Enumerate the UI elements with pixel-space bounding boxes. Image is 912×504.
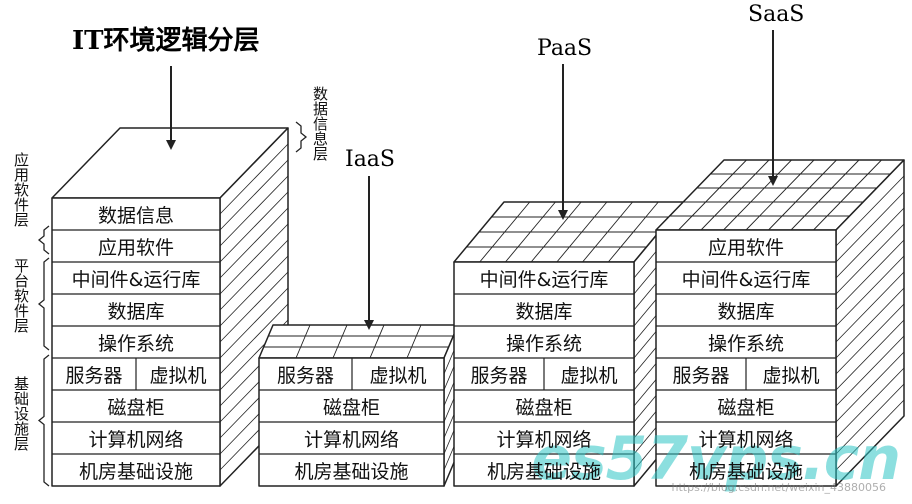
stack-saas-cell-1: 中间件&运行库	[681, 268, 811, 291]
stack-saas-cell-3: 操作系统	[707, 332, 784, 355]
arrow-saas-head	[768, 176, 778, 186]
stack-iaas-cell-2: 计算机网络	[303, 428, 399, 451]
stack-iaas-cell-1: 磁盘柜	[322, 396, 380, 419]
stack-saas-grid-v	[768, 159, 837, 231]
stack-it-side-line	[219, 239, 289, 311]
stack-paas-cell-4: 磁盘柜	[515, 396, 573, 419]
stack-paas-cell-5: 计算机网络	[496, 428, 592, 451]
stack-it-side-line	[219, 287, 289, 359]
stack-saas-grid-v	[723, 159, 792, 231]
stack-it-side-line	[219, 191, 289, 263]
stack-it-cell-4: 操作系统	[97, 332, 174, 355]
stack-saas-side-line	[835, 255, 905, 327]
stack-it-cell-5-b: 虚拟机	[149, 364, 207, 387]
stack-iaas-cell-0-b: 虚拟机	[369, 364, 427, 387]
label-platform-layer: 平台软件层	[12, 258, 30, 333]
watermark-url: https://blog.csdn.net/weixin_43880056	[671, 481, 886, 494]
stack-saas-side-line	[835, 335, 905, 407]
stack-saas-side-line	[835, 207, 905, 279]
stack-saas-side-line	[835, 383, 905, 455]
stack-it-side-line	[219, 255, 289, 327]
stack-iaas-cell-3: 机房基础设施	[294, 460, 409, 483]
stack-saas-cell-0: 应用软件	[707, 236, 784, 259]
stack-it-cell-7: 计算机网络	[88, 428, 184, 451]
stack-it-cell-1: 应用软件	[97, 236, 174, 259]
stack-saas-grid-v	[813, 159, 882, 231]
arrow-it-head	[166, 140, 176, 150]
stack-saas-cell-2: 数据库	[717, 300, 775, 323]
stack-iaas-grid-v	[369, 324, 385, 359]
stack-saas-side-line	[835, 175, 905, 247]
bracket-app-layer	[37, 225, 50, 255]
stack-iaas-cell-0-a: 服务器	[276, 364, 334, 387]
arrow-paas-head	[558, 210, 568, 220]
stack-paas-cell-3-b: 虚拟机	[560, 364, 618, 387]
bracket-data-layer	[295, 121, 308, 153]
bracket-platform-layer	[37, 257, 50, 351]
label-app-layer: 应用软件层	[12, 152, 30, 227]
stack-it-cell-2: 中间件&运行库	[71, 268, 201, 291]
stack-it-side-line	[219, 159, 289, 231]
stack-saas-side-line	[835, 367, 905, 439]
stack-paas-cell-1: 数据库	[515, 300, 573, 323]
stack-saas-side-line	[835, 399, 905, 471]
stack-saas-cell-4-b: 虚拟机	[762, 364, 820, 387]
watermark: es57vps.cn	[531, 424, 901, 494]
title-iaas: IaaS	[345, 147, 395, 172]
stack-saas-grid-v	[700, 159, 770, 231]
stack-iaas-top	[258, 324, 459, 359]
stack-it-cell-0: 数据信息	[97, 204, 174, 227]
stack-paas-cell-6: 机房基础设施	[486, 460, 601, 483]
stack-paas-cell-2: 操作系统	[505, 332, 582, 355]
stack-iaas-grid-v	[295, 324, 311, 359]
stack-it-side-line	[219, 303, 289, 375]
stack-saas-cell-7: 机房基础设施	[688, 460, 803, 483]
stack-it-cell-6: 磁盘柜	[107, 396, 165, 419]
arrow-iaas-head	[364, 320, 374, 330]
stack-it-side-line	[219, 223, 289, 295]
stack-it-side-line	[219, 143, 289, 215]
stack-it-cell-5-a: 服务器	[65, 364, 123, 387]
stack-saas-grid-v	[678, 159, 747, 231]
stack-saas-grid-v	[745, 159, 815, 231]
stack-saas-side-line	[835, 351, 905, 423]
label-data-layer: 数据信息层	[311, 86, 329, 161]
title-saas: SaaS	[748, 2, 805, 27]
stack-saas-cell-6: 计算机网络	[698, 428, 794, 451]
stack-saas-side-line	[835, 271, 905, 343]
stack-paas-cell-0: 中间件&运行库	[479, 268, 609, 291]
stack-saas-side-line	[835, 319, 905, 391]
stack-saas-side-line	[835, 191, 905, 263]
bracket-infra-layer	[37, 354, 50, 487]
stack-saas-side-line	[835, 223, 905, 295]
stack-saas-side-line	[835, 303, 905, 375]
stack-paas-cell-3-a: 服务器	[470, 364, 528, 387]
title-it: IT环境逻辑分层	[72, 26, 260, 56]
stack-it-side-line	[219, 207, 289, 279]
stack-saas-side-line	[835, 239, 905, 311]
stack-it-cell-8: 机房基础设施	[78, 460, 193, 483]
stack-saas-side-line	[835, 287, 905, 359]
label-infra-layer: 基础设施层	[12, 376, 30, 451]
stack-it-side-line	[219, 271, 289, 343]
stack-saas-cell-4-a: 服务器	[672, 364, 730, 387]
stack-it-side-line	[219, 175, 289, 247]
stack-saas-cell-5: 磁盘柜	[717, 396, 775, 419]
stack-it-cell-3: 数据库	[107, 300, 165, 323]
stack-iaas-grid-v	[332, 324, 348, 359]
title-paas: PaaS	[537, 36, 593, 61]
stack-iaas-grid-v	[406, 324, 422, 359]
stack-saas-grid-v	[790, 159, 860, 231]
